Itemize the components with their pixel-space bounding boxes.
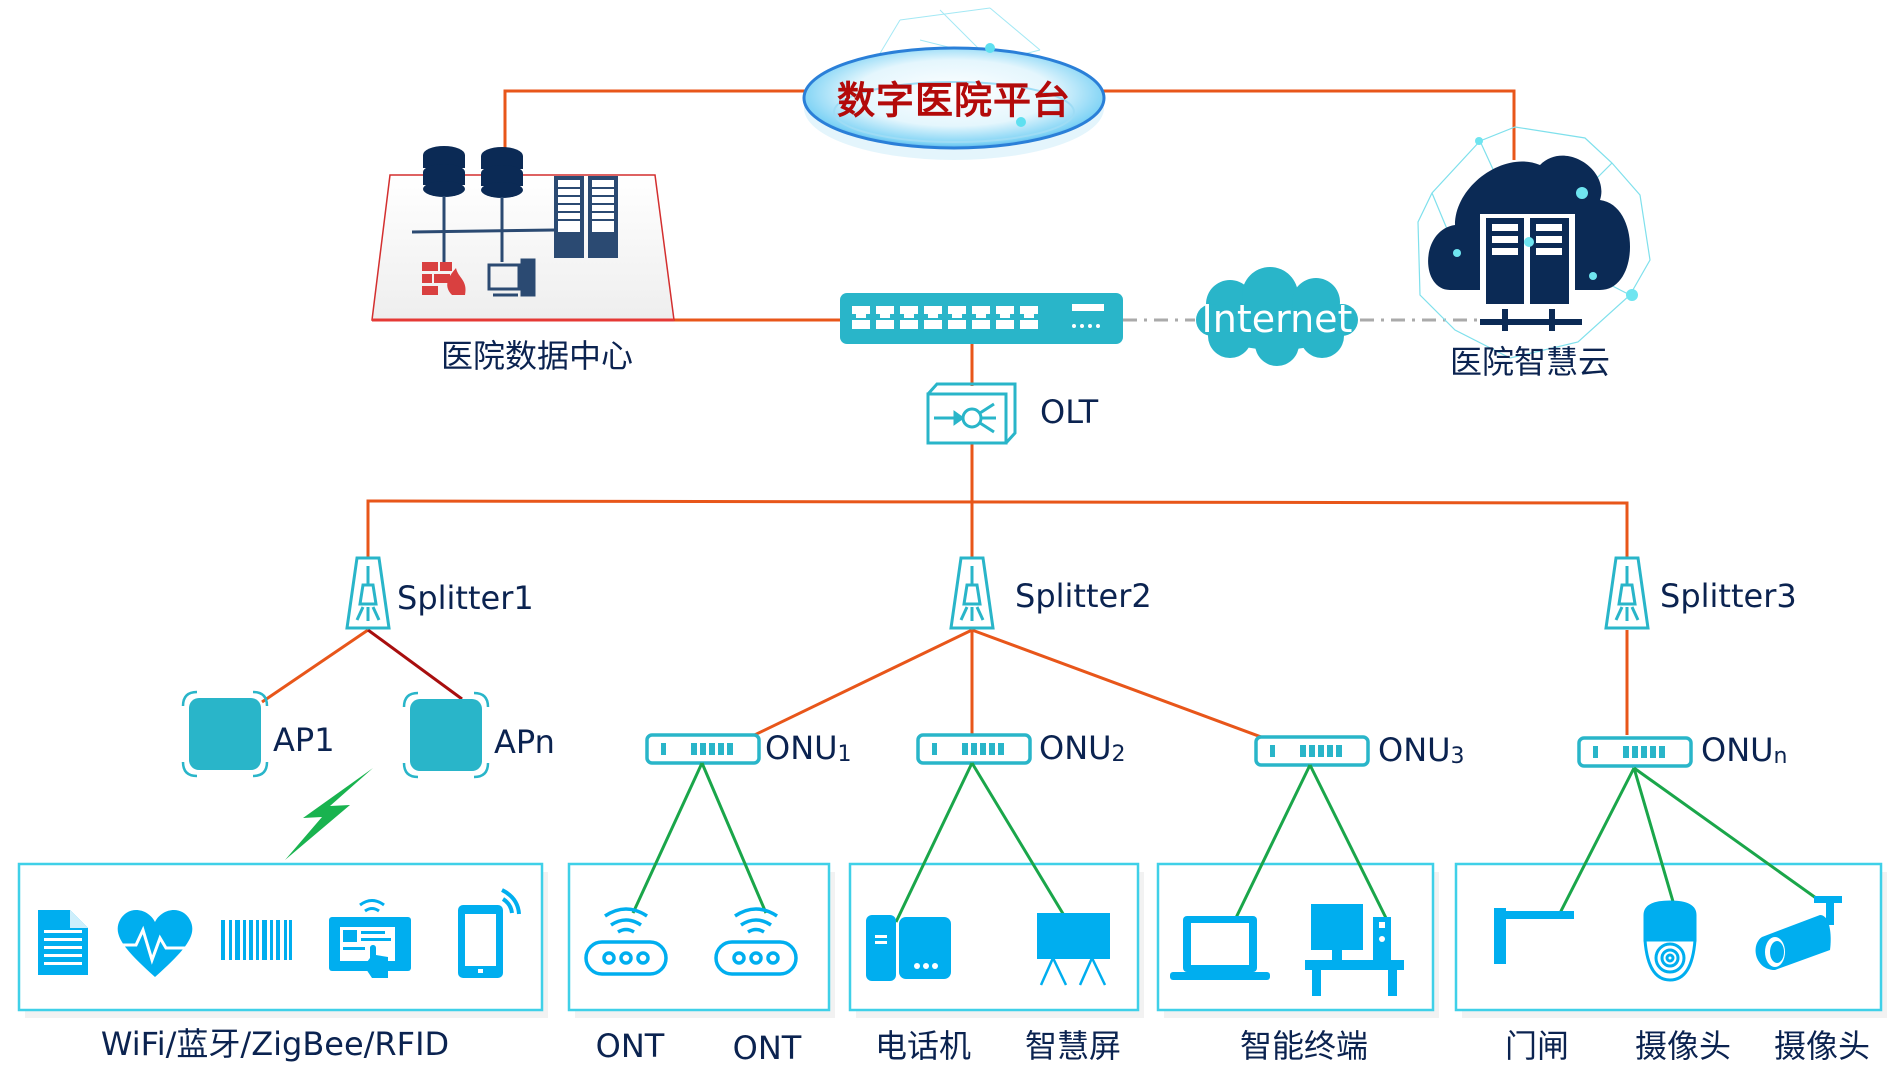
platform-title: 数字医院平台 <box>836 78 1072 123</box>
data-center-label: 医院数据中心 <box>440 337 634 375</box>
touch-terminal-icon <box>329 899 411 978</box>
splitter1-label: Splitter1 <box>397 579 534 617</box>
internet-cloud-icon <box>1196 267 1358 366</box>
olt-label: OLT <box>1040 393 1099 431</box>
onu-device-icon <box>916 733 1032 765</box>
switch-port-icon <box>876 306 894 318</box>
phone-label: 电话机 <box>874 1027 972 1065</box>
smart-terminal-label: 智能终端 <box>1239 1027 1369 1065</box>
device-group-box <box>17 862 548 1018</box>
splitter2-label: Splitter2 <box>1015 577 1152 615</box>
switch-port-icon <box>876 320 894 329</box>
onu-index: 2 <box>1111 742 1126 767</box>
group-ont-label-2: ONT <box>732 1029 802 1067</box>
switch-port-icon <box>852 306 870 318</box>
smartphone-icon <box>458 888 521 978</box>
smart-cloud-node <box>1417 126 1651 359</box>
olt-device-icon <box>926 382 1017 445</box>
switch-port-icon <box>852 320 870 329</box>
dome-camera-icon <box>1643 900 1697 982</box>
server-rack-icon <box>554 176 618 258</box>
onu2-label: ONU2 <box>1039 729 1126 767</box>
internet-label: Internet <box>1201 297 1353 341</box>
splitter-icon <box>949 556 995 630</box>
ont-router-icon <box>584 907 668 976</box>
onu-device-icon <box>1577 736 1693 768</box>
barcode-icon <box>221 920 292 960</box>
onu-index: n <box>1773 744 1788 769</box>
splitter3-label: Splitter3 <box>1660 577 1797 615</box>
onu1-label: ONU1 <box>765 729 852 767</box>
switch-port-icon <box>1020 306 1038 318</box>
gate-label: 门闸 <box>1504 1027 1570 1065</box>
smart-cloud-label: 医院智慧云 <box>1449 343 1611 381</box>
switch-port-icon <box>948 306 966 318</box>
switch-port-icon <box>972 320 990 329</box>
link-splitter2-onu1 <box>739 628 973 744</box>
switch-port-icon <box>900 306 918 318</box>
onu3-label: ONU3 <box>1378 731 1465 769</box>
access-point-icon <box>181 690 269 778</box>
platform-node <box>802 7 1106 160</box>
database-icon <box>423 146 465 197</box>
group-wireless-label: WiFi/蓝牙/ZigBee/RFID <box>100 1025 450 1063</box>
firewall-icon <box>422 262 466 295</box>
switch-port-icon <box>996 320 1014 329</box>
link-bus <box>366 499 1629 560</box>
onu-name: ONU <box>1039 729 1112 767</box>
onu-name: ONU <box>1701 731 1774 769</box>
laptop-icon <box>1170 916 1270 980</box>
ap1-label: AP1 <box>273 721 335 759</box>
apn-label: APn <box>494 723 555 761</box>
desktop-icon <box>1305 904 1404 996</box>
onun-label: ONUn <box>1701 731 1788 769</box>
heart-rate-icon <box>117 910 193 977</box>
link-splitter1-ap1 <box>261 628 369 704</box>
onu-device-icon <box>1254 735 1370 767</box>
link-splitter2-onu3 <box>971 628 1273 743</box>
switch-port-icon <box>900 320 918 329</box>
data-center-base <box>371 174 675 321</box>
link-platform-datacenter <box>503 89 812 158</box>
onu-index: 3 <box>1450 744 1465 769</box>
splitter-icon <box>345 556 391 630</box>
camera-label-2: 摄像头 <box>1773 1027 1871 1065</box>
switch-port-icon <box>1020 320 1038 329</box>
smart-screen-label: 智慧屏 <box>1024 1027 1122 1065</box>
access-links <box>631 762 1817 927</box>
computer-icon <box>487 258 536 297</box>
link-splitter1-apn <box>367 628 463 701</box>
switch-port-icon <box>924 320 942 329</box>
switch-port-icon <box>948 320 966 329</box>
group-ont-label-1: ONT <box>595 1027 665 1065</box>
database-icon <box>481 147 523 198</box>
onu-device-icon <box>645 733 761 765</box>
ont-router-icon <box>714 907 798 976</box>
smart-screen-icon <box>1037 913 1110 986</box>
wireless-signal-icon <box>285 768 373 860</box>
camera-label-1: 摄像头 <box>1634 1027 1732 1065</box>
switch-port-icon <box>996 306 1014 318</box>
document-icon <box>38 910 88 975</box>
switch-port-icon <box>972 306 990 318</box>
access-point-icon <box>402 691 490 779</box>
bullet-camera-icon <box>1755 896 1842 970</box>
onu-index: 1 <box>837 742 852 767</box>
data-center-node <box>371 146 675 322</box>
splitter-icon <box>1604 556 1650 630</box>
endpoint-icons <box>38 888 1842 996</box>
core-switch <box>840 293 1123 344</box>
phone-icon <box>866 915 951 981</box>
switch-port-icon <box>924 306 942 318</box>
onu-name: ONU <box>765 729 838 767</box>
onu-name: ONU <box>1378 731 1451 769</box>
gate-barrier-icon <box>1494 908 1574 964</box>
link-platform-cloud <box>1100 89 1516 160</box>
